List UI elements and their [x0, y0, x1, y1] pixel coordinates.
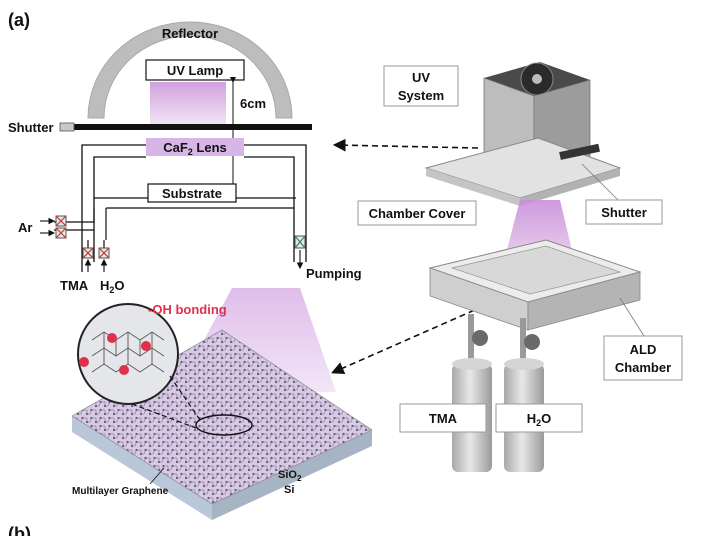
substrate-box [147, 183, 237, 203]
graphene-sample: -OH bonding Multilayer Graphene SiO2 Si [71, 288, 373, 520]
shutter-box [585, 199, 663, 225]
graphene-pointer [149, 467, 165, 485]
si-layer [212, 430, 372, 520]
h2o-box [495, 403, 583, 433]
uv-lamp-box [145, 59, 245, 81]
lens-suffix: Lens [193, 140, 227, 155]
chamber-cover-box [357, 200, 477, 226]
uv-lamp-label: UV Lamp [167, 63, 223, 78]
h2o-left-sub: 2 [109, 285, 114, 295]
ar-valve-1 [55, 215, 67, 227]
tma-valve [82, 247, 94, 259]
si-label: Si [284, 484, 294, 496]
zoom-connector-2 [131, 403, 197, 429]
valve-left [472, 330, 488, 346]
substrate-label: Substrate [162, 186, 222, 201]
pipe-right [520, 318, 526, 364]
apparatus: UV System Chamber Cover Shutter ALD Cham… [357, 62, 683, 472]
oh-atom-3 [119, 365, 129, 375]
shutter-label-right: Shutter [601, 205, 647, 220]
panel-label-a: (a) [8, 10, 30, 30]
h2o-label-right: H2O [527, 411, 552, 428]
tma-label-left: TMA [60, 278, 89, 293]
reflector-arch [87, 21, 293, 119]
h2o-right-prefix: H [527, 411, 536, 426]
lens-prefix: CaF [163, 140, 188, 155]
shutter-rod [559, 143, 600, 160]
chamber-cover-edge [426, 168, 520, 206]
highlight-ellipse [195, 414, 253, 436]
uv-system-label-2: System [398, 88, 444, 103]
uv-glow [150, 82, 226, 124]
h2o-right-sub: 2 [536, 418, 541, 428]
sio2-prefix: SiO [278, 469, 297, 481]
pumping-valve [294, 235, 306, 249]
cylinder-tma-top [452, 358, 492, 370]
ald-label-2: Chamber [615, 360, 671, 375]
tma-label-right: TMA [429, 411, 458, 426]
h2o-left-suffix: O [114, 278, 124, 293]
oh-atom-2 [141, 341, 151, 351]
ald-leader [619, 297, 645, 337]
sio2-label: SiO2 [278, 469, 302, 483]
gas-lines [54, 208, 107, 248]
ald-label-1: ALD [630, 342, 657, 357]
ar-label: Ar [18, 220, 32, 235]
ald-right-wall [527, 271, 641, 331]
pumping-label: Pumping [306, 266, 362, 281]
panel-label-b: (b) [8, 524, 31, 536]
oh-atom-4 [79, 357, 89, 367]
zoom-connector-1 [169, 375, 201, 421]
cylinder-h2o-top [504, 358, 544, 370]
oh-bonding-label: -OH bonding [148, 302, 227, 317]
shutter-knob [59, 122, 75, 132]
shutter-bar [70, 124, 312, 130]
ald-box [603, 335, 683, 381]
oh-atom-1 [107, 333, 117, 343]
chamber-inner [93, 156, 295, 262]
reflector-label: Reflector [162, 26, 218, 41]
dashed-arrow-top [332, 138, 479, 152]
h2o-label-left: H2O [100, 278, 125, 295]
ar-valve-2 [55, 227, 67, 239]
uv-system-label-1: UV [412, 70, 430, 85]
sio2-sub: 2 [297, 474, 302, 483]
sio2-layer [72, 416, 212, 520]
uv-fan-hub [532, 74, 542, 84]
uv-schematic: Reflector UV Lamp 6cm Shutter CaF2 Lens … [8, 21, 362, 295]
zoom-lattice [91, 331, 165, 373]
tma-box [399, 403, 487, 433]
caf2-lens-label: CaF2 Lens [163, 140, 227, 157]
valve-right [524, 334, 540, 350]
shutter-label-left: Shutter [8, 120, 54, 135]
pipe-left [468, 314, 474, 364]
h2o-left-prefix: H [100, 278, 109, 293]
lens-sub: 2 [188, 147, 193, 157]
h2o-right-suffix: O [541, 411, 551, 426]
chamber-cover-label: Chamber Cover [369, 206, 466, 221]
distance-label: 6cm [240, 96, 266, 111]
shutter-leader [581, 163, 619, 201]
h2o-valve [98, 247, 110, 259]
graphene-label: Multilayer Graphene [72, 486, 169, 497]
uv-system-box [383, 65, 459, 107]
ald-inner [450, 245, 622, 295]
caf2-lens [146, 138, 244, 156]
